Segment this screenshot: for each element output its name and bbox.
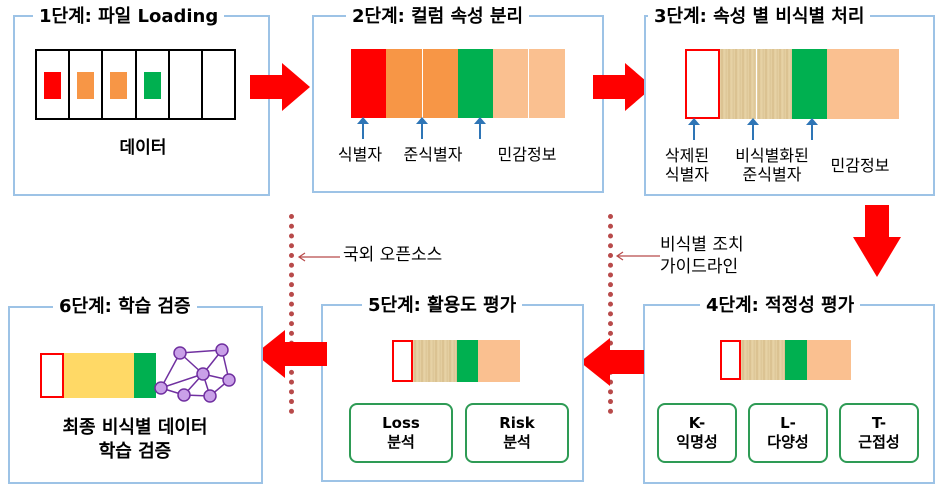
quasi-identifier-column bbox=[422, 49, 423, 118]
file-column bbox=[203, 51, 234, 118]
deleted-identifier-column bbox=[685, 49, 720, 119]
k-anonymity-button[interactable]: K- 익명성 bbox=[657, 403, 737, 463]
sensitive-column bbox=[478, 340, 520, 382]
sensitive-column bbox=[827, 49, 899, 119]
t-closeness-button[interactable]: T- 근접성 bbox=[839, 403, 919, 463]
stage1-label: 데이터 bbox=[119, 138, 167, 158]
identifier-column bbox=[351, 49, 386, 118]
sensitive-column bbox=[807, 340, 851, 380]
deidentified-column bbox=[134, 353, 156, 398]
deidentified-column bbox=[413, 340, 457, 382]
stage6-title: 6단계: 학습 검증 bbox=[53, 296, 197, 318]
deidentified-quasi-label: 비식별화된 준식별자 bbox=[735, 146, 809, 184]
arrow-left-icon bbox=[297, 252, 340, 262]
deleted-identifier-label: 삭제된 식별자 bbox=[664, 146, 710, 184]
processed-bar bbox=[685, 49, 899, 119]
file-table bbox=[35, 49, 236, 120]
file-column bbox=[103, 51, 137, 118]
file-column bbox=[170, 51, 203, 118]
deleted-identifier-column bbox=[392, 340, 413, 382]
sensitive-column bbox=[493, 49, 528, 118]
deidentified-column bbox=[756, 49, 757, 119]
sensitive-column bbox=[529, 49, 565, 118]
arrow-left-icon bbox=[580, 338, 644, 386]
stage1-box bbox=[13, 15, 270, 196]
quasi-identifier-column bbox=[423, 49, 458, 118]
deleted-identifier-column bbox=[720, 340, 741, 380]
quasi-identifier-column bbox=[386, 49, 422, 118]
arrow-up-icon bbox=[416, 117, 428, 139]
evaluated-bar bbox=[720, 340, 851, 380]
arrow-up-icon bbox=[747, 118, 759, 140]
stage4-title: 4단계: 적정성 평가 bbox=[700, 295, 861, 317]
quasi-identifier-column bbox=[458, 49, 493, 118]
guideline-annotation: 비식별 조치 가이드라인 bbox=[660, 235, 744, 277]
sensitive-label: 민감정보 bbox=[830, 156, 890, 175]
arrow-up-icon bbox=[806, 118, 818, 140]
stage6-label: 최종 비식별 데이터 학습 검증 bbox=[62, 417, 208, 462]
arrow-up-icon bbox=[474, 117, 486, 139]
quasi-identifier-label: 준식별자 bbox=[403, 145, 463, 164]
deidentified-column bbox=[457, 340, 478, 382]
stage2-title: 2단계: 컬럼 속성 분리 bbox=[346, 6, 530, 28]
deidentified-column bbox=[64, 353, 134, 398]
evaluated-bar bbox=[392, 340, 520, 382]
deidentified-column bbox=[785, 340, 807, 380]
deleted-identifier-column bbox=[40, 353, 64, 398]
arrow-up-icon bbox=[688, 118, 700, 140]
deidentified-column bbox=[741, 340, 785, 380]
stage1-title: 1단계: 파일 Loading bbox=[33, 6, 225, 28]
file-column bbox=[137, 51, 170, 118]
overseas-annotation: 국외 오픈소스 bbox=[343, 245, 443, 265]
file-column bbox=[37, 51, 71, 118]
risk-analysis-button[interactable]: Risk 분석 bbox=[465, 403, 569, 463]
arrow-left-icon bbox=[615, 251, 660, 261]
arrow-left-icon bbox=[255, 330, 327, 378]
final-bar bbox=[40, 353, 156, 398]
loss-analysis-button[interactable]: Loss 분석 bbox=[349, 403, 453, 463]
stage3-title: 3단계: 속성 별 비식별 처리 bbox=[648, 6, 871, 28]
deidentified-column bbox=[792, 49, 827, 119]
arrow-right-icon bbox=[593, 63, 653, 111]
deidentified-column bbox=[757, 49, 792, 119]
l-diversity-button[interactable]: L- 다양성 bbox=[748, 403, 828, 463]
arrow-right-icon bbox=[250, 63, 310, 111]
sensitive-label: 민감정보 bbox=[497, 145, 557, 164]
boundary-line bbox=[608, 214, 613, 414]
identifier-label: 식별자 bbox=[337, 145, 383, 164]
stage5-title: 5단계: 활용도 평가 bbox=[362, 295, 523, 317]
file-column bbox=[70, 51, 104, 118]
column-bar bbox=[351, 49, 565, 118]
boundary-line bbox=[289, 214, 294, 414]
deidentified-column bbox=[720, 49, 756, 119]
arrow-up-icon bbox=[357, 117, 369, 139]
arrow-down-icon bbox=[853, 205, 901, 277]
sensitive-column bbox=[528, 49, 529, 118]
neural-network-icon bbox=[154, 343, 236, 403]
